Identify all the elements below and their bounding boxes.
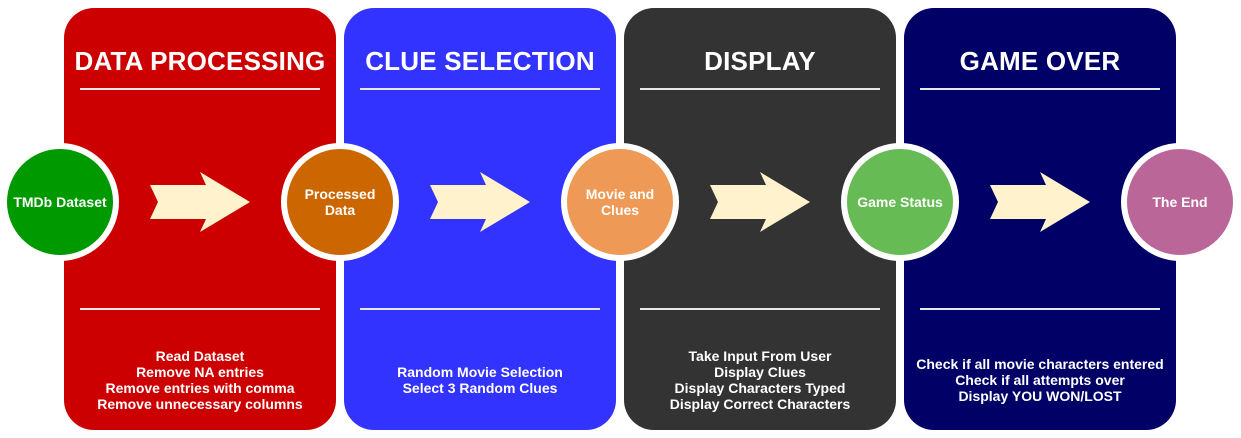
divider (920, 308, 1160, 310)
panel-title: GAME OVER (959, 46, 1121, 76)
description-line: Check if all attempts over (955, 372, 1125, 388)
node-tmdb-dataset: TMDb Dataset (1, 143, 119, 261)
right-arrow-icon (710, 172, 810, 232)
panel-description: Check if all movie characters entered Ch… (904, 340, 1176, 420)
divider (640, 308, 880, 310)
panel-title: DISPLAY (704, 46, 816, 76)
panel-description: Random Movie Selection Select 3 Random C… (344, 340, 616, 420)
node-label: Game Status (857, 194, 943, 210)
description-line: Display Clues (714, 364, 806, 380)
divider (80, 88, 320, 90)
node-processed-data: Processed Data (281, 143, 399, 261)
description-line: Display YOU WON/LOST (958, 388, 1122, 404)
panel-description: Take Input From User Display Clues Displ… (624, 340, 896, 420)
panel-title: DATA PROCESSING (74, 46, 326, 76)
description-line: Display Characters Typed (674, 380, 846, 396)
description-line: Random Movie Selection (397, 364, 563, 380)
node-label: TMDb Dataset (13, 194, 107, 210)
description-line: Remove unnecessary columns (97, 396, 303, 412)
node-the-end: The End (1121, 143, 1239, 261)
divider (80, 308, 320, 310)
node-movie-and-clues: Movie and Clues (561, 143, 679, 261)
description-line: Select 3 Random Clues (402, 380, 558, 396)
right-arrow-icon (430, 172, 530, 232)
panel-title: CLUE SELECTION (365, 46, 595, 76)
description-line: Check if all movie characters entered (916, 356, 1164, 372)
node-game-status: Game Status (841, 143, 959, 261)
node-label: Movie and Clues (585, 186, 655, 218)
divider (920, 88, 1160, 90)
description-line: Take Input From User (688, 348, 832, 364)
divider (360, 88, 600, 90)
description-line: Display Correct Characters (669, 396, 851, 412)
right-arrow-icon (150, 172, 250, 232)
divider (640, 88, 880, 90)
node-label: The End (1152, 194, 1208, 210)
description-line: Remove NA entries (136, 364, 264, 380)
description-line: Read Dataset (155, 348, 245, 364)
description-line: Remove entries with comma (105, 380, 295, 396)
divider (360, 308, 600, 310)
panel-description: Read Dataset Remove NA entries Remove en… (64, 340, 336, 420)
right-arrow-icon (990, 172, 1090, 232)
node-label: Processed Data (304, 186, 376, 218)
